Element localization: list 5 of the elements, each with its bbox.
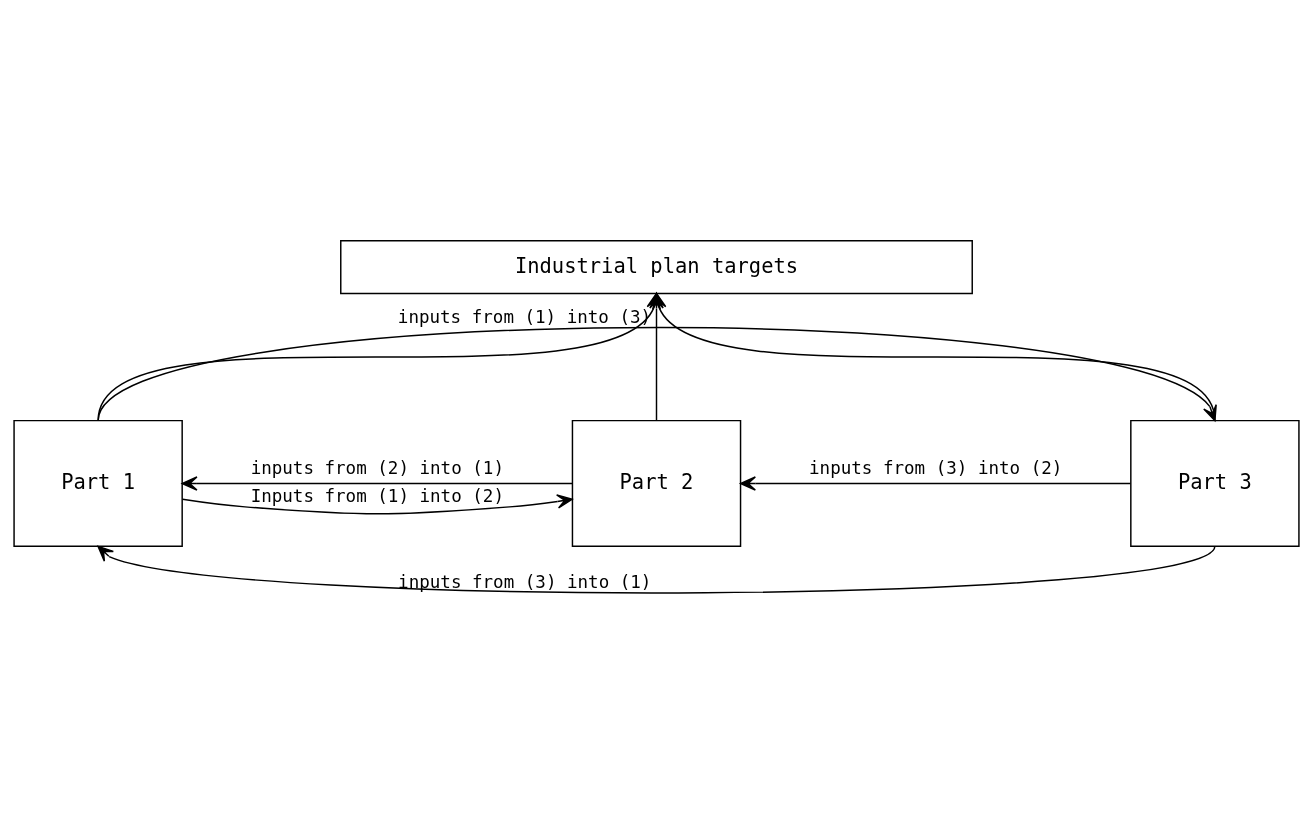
edge-label: inputs from (1) into (3): [397, 306, 652, 327]
edge-label: inputs from (3) into (1): [398, 571, 652, 592]
edge-label: inputs from (2) into (1): [250, 457, 504, 478]
edge-label: Inputs from (1) into (2): [250, 485, 504, 506]
edge-label: inputs from (3) into (2): [809, 457, 1063, 478]
